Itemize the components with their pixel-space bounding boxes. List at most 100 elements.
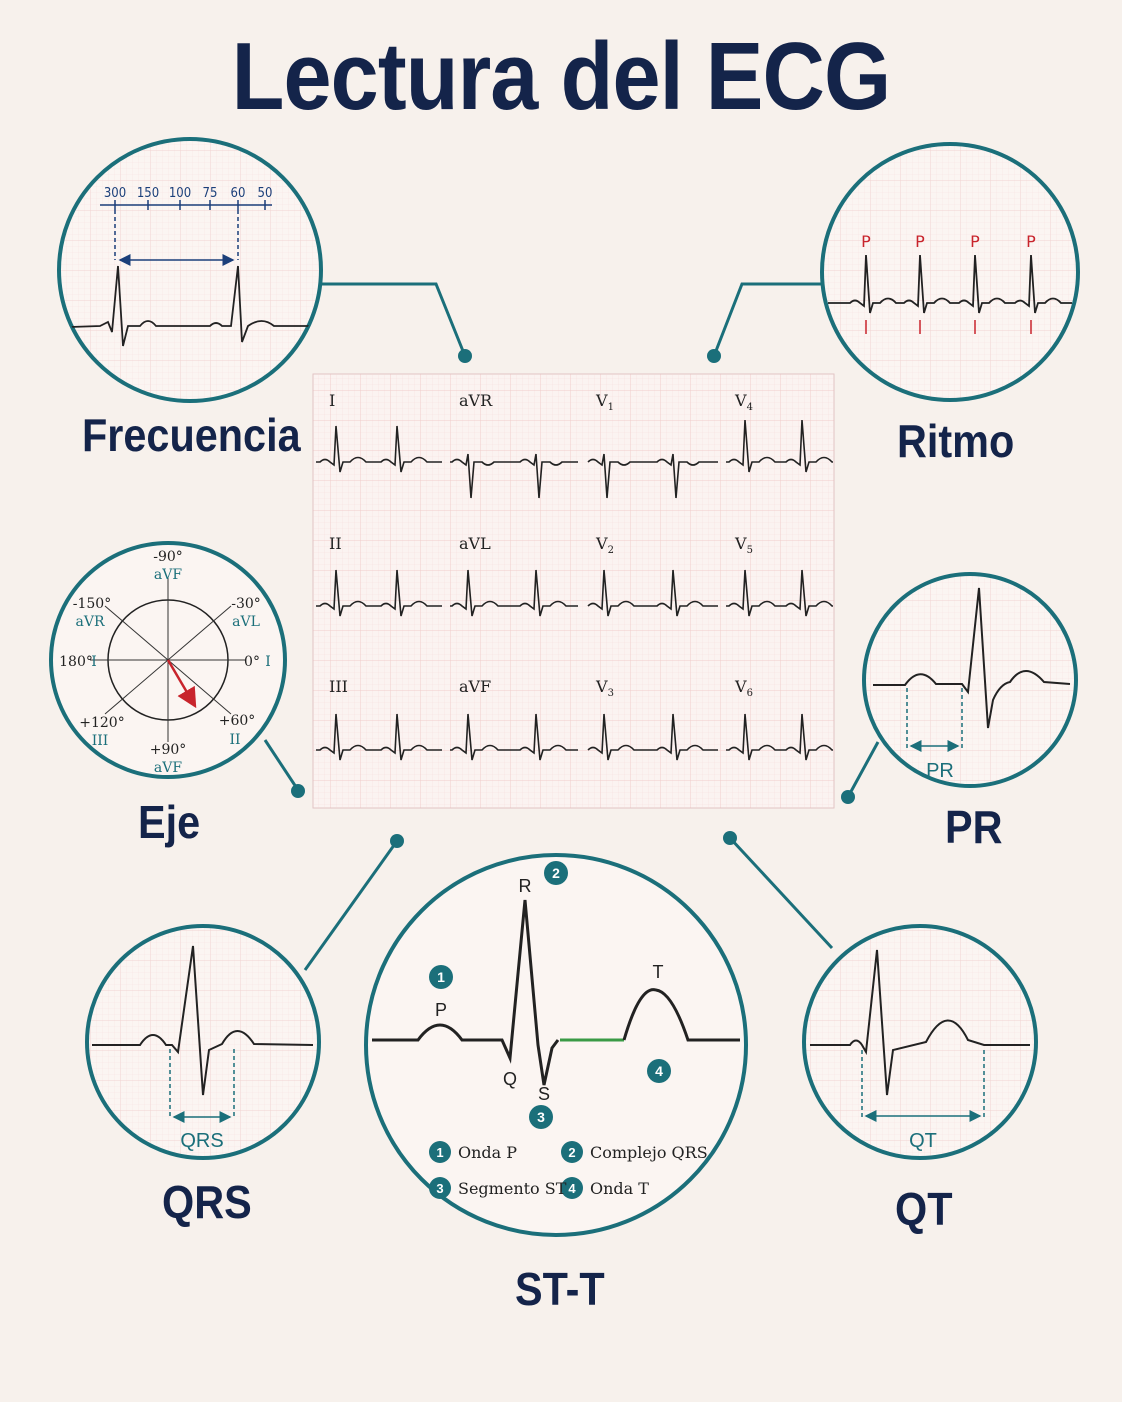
lead-trace [316, 569, 442, 617]
connector-dot [291, 784, 305, 798]
qt-interval-label: QT [909, 1130, 937, 1152]
connector-qrs [303, 840, 399, 971]
axis-degree: +90° [150, 742, 187, 758]
label-stt: ST-T [515, 1263, 605, 1315]
stt-panel: P R Q S T 1 2 3 4 1 2 3 4 Onda P Complej… [364, 853, 748, 1237]
frecuencia-circle [57, 137, 323, 403]
lead-labels: I aVR V1 V4 II aVL V2 V5 III aVF V3 V6 [329, 391, 753, 699]
numbered-markers: 1 2 3 4 [429, 861, 671, 1129]
lead-label: III [329, 677, 348, 696]
connector-dot [841, 790, 855, 804]
lead-trace [316, 713, 442, 761]
lead-trace [450, 713, 578, 761]
connector-lines [263, 282, 880, 971]
axis-vector-arrow [166, 659, 197, 709]
page-title: Lectura del ECG [231, 23, 892, 130]
label-ritmo: Ritmo [897, 415, 1015, 467]
qrs-circle [85, 924, 321, 1160]
label-qt: QT [895, 1183, 953, 1235]
p-wave-label: P [970, 232, 980, 251]
legend-num: 1 [436, 1145, 443, 1160]
label-pr: PR [945, 801, 1003, 853]
wave-label-p: P [435, 1000, 447, 1020]
connector-dot [723, 831, 737, 845]
lead-trace [587, 569, 718, 617]
qt-panel: QT [802, 924, 1038, 1160]
axis-lead: III [92, 733, 109, 749]
eje-labels: -90° aVF -150° aVR -30° aVL 180° I 0° I … [59, 549, 271, 776]
legend-text: Complejo QRS [590, 1143, 708, 1162]
axis-degree: 180° [59, 654, 93, 670]
frecuencia-panel: 300 150 100 75 60 50 [57, 137, 323, 403]
p-wave-label: P [861, 232, 871, 251]
legend-texts: Onda P Complejo QRS Segmento ST Onda T [458, 1143, 708, 1198]
wave-label-r: R [519, 876, 532, 896]
qt-circle [802, 924, 1038, 1160]
legend-text: Onda T [590, 1179, 649, 1198]
connector-eje [263, 739, 300, 791]
wave-label-s: S [538, 1084, 550, 1104]
connector-dot [707, 349, 721, 363]
lead-label: V1 [595, 391, 614, 413]
stt-legend: 1 2 3 4 Onda P Complejo QRS Segmento ST … [429, 1141, 708, 1199]
lead-label: I [329, 391, 335, 410]
wave-labels: P R Q S T [435, 876, 664, 1104]
lead-trace [726, 419, 833, 473]
legend-text: Onda P [458, 1143, 517, 1162]
connector-ritmo [712, 282, 830, 357]
twelve-lead-ecg: I aVR V1 V4 II aVL V2 V5 III aVF V3 V6 [312, 373, 835, 809]
lead-label: V3 [595, 677, 614, 699]
ritmo-circle [820, 142, 1080, 402]
qrs-panel: QRS [85, 924, 321, 1160]
qrs-interval-label: QRS [180, 1130, 223, 1152]
legend-text: Segmento ST [458, 1179, 567, 1198]
axis-lead: I [91, 654, 97, 670]
axis-degree: 0° [244, 654, 260, 670]
ecg-traces [316, 419, 833, 761]
lead-trace [450, 569, 578, 617]
pr-interval-label: PR [926, 760, 954, 782]
qrs-trace [92, 945, 314, 1096]
lead-trace [587, 453, 718, 499]
axis-degree: +60° [219, 713, 256, 729]
pr-circle [862, 572, 1078, 788]
legend-num: 4 [568, 1181, 576, 1196]
lead-label: V6 [734, 677, 753, 699]
axis-degree: +120° [79, 715, 124, 731]
qt-trace [810, 949, 1030, 1096]
lead-label: aVF [459, 677, 491, 696]
label-qrs: QRS [162, 1176, 252, 1228]
marker-4: 4 [655, 1063, 663, 1079]
lead-label: aVL [459, 534, 491, 553]
axis-lead: aVR [76, 614, 105, 630]
connector-qt [728, 836, 834, 950]
lead-label: II [329, 534, 342, 553]
axis-lead: I [265, 654, 271, 670]
ritmo-trace [828, 254, 1072, 314]
lead-trace [316, 425, 442, 473]
frecuencia-scale: 300 150 100 75 60 50 [104, 186, 273, 201]
connector-dot [458, 349, 472, 363]
lead-label: V2 [595, 534, 614, 556]
eje-panel: -90° aVF -150° aVR -30° aVL 180° I 0° I … [49, 541, 287, 779]
lead-trace [726, 569, 833, 617]
connector-frecuencia [320, 282, 467, 357]
wave-label-t: T [653, 962, 664, 982]
lead-label: V4 [734, 391, 753, 413]
lead-trace [587, 713, 718, 761]
pr-trace [873, 587, 1071, 729]
label-frecuencia: Frecuencia [82, 409, 301, 461]
axis-lead: aVL [232, 614, 260, 630]
lead-trace [450, 453, 578, 499]
scale-tick-label: 60 [231, 186, 246, 201]
ritmo-panel: P P P P [820, 142, 1080, 402]
axis-lead: aVF [154, 760, 182, 776]
axis-degree: -30° [231, 596, 261, 612]
pr-panel: PR [862, 572, 1078, 788]
stt-trace [372, 899, 560, 1086]
axis-lead: II [229, 732, 240, 748]
p-wave-label: P [1026, 232, 1036, 251]
axis-degree: -90° [153, 549, 183, 565]
lead-trace [726, 713, 833, 761]
